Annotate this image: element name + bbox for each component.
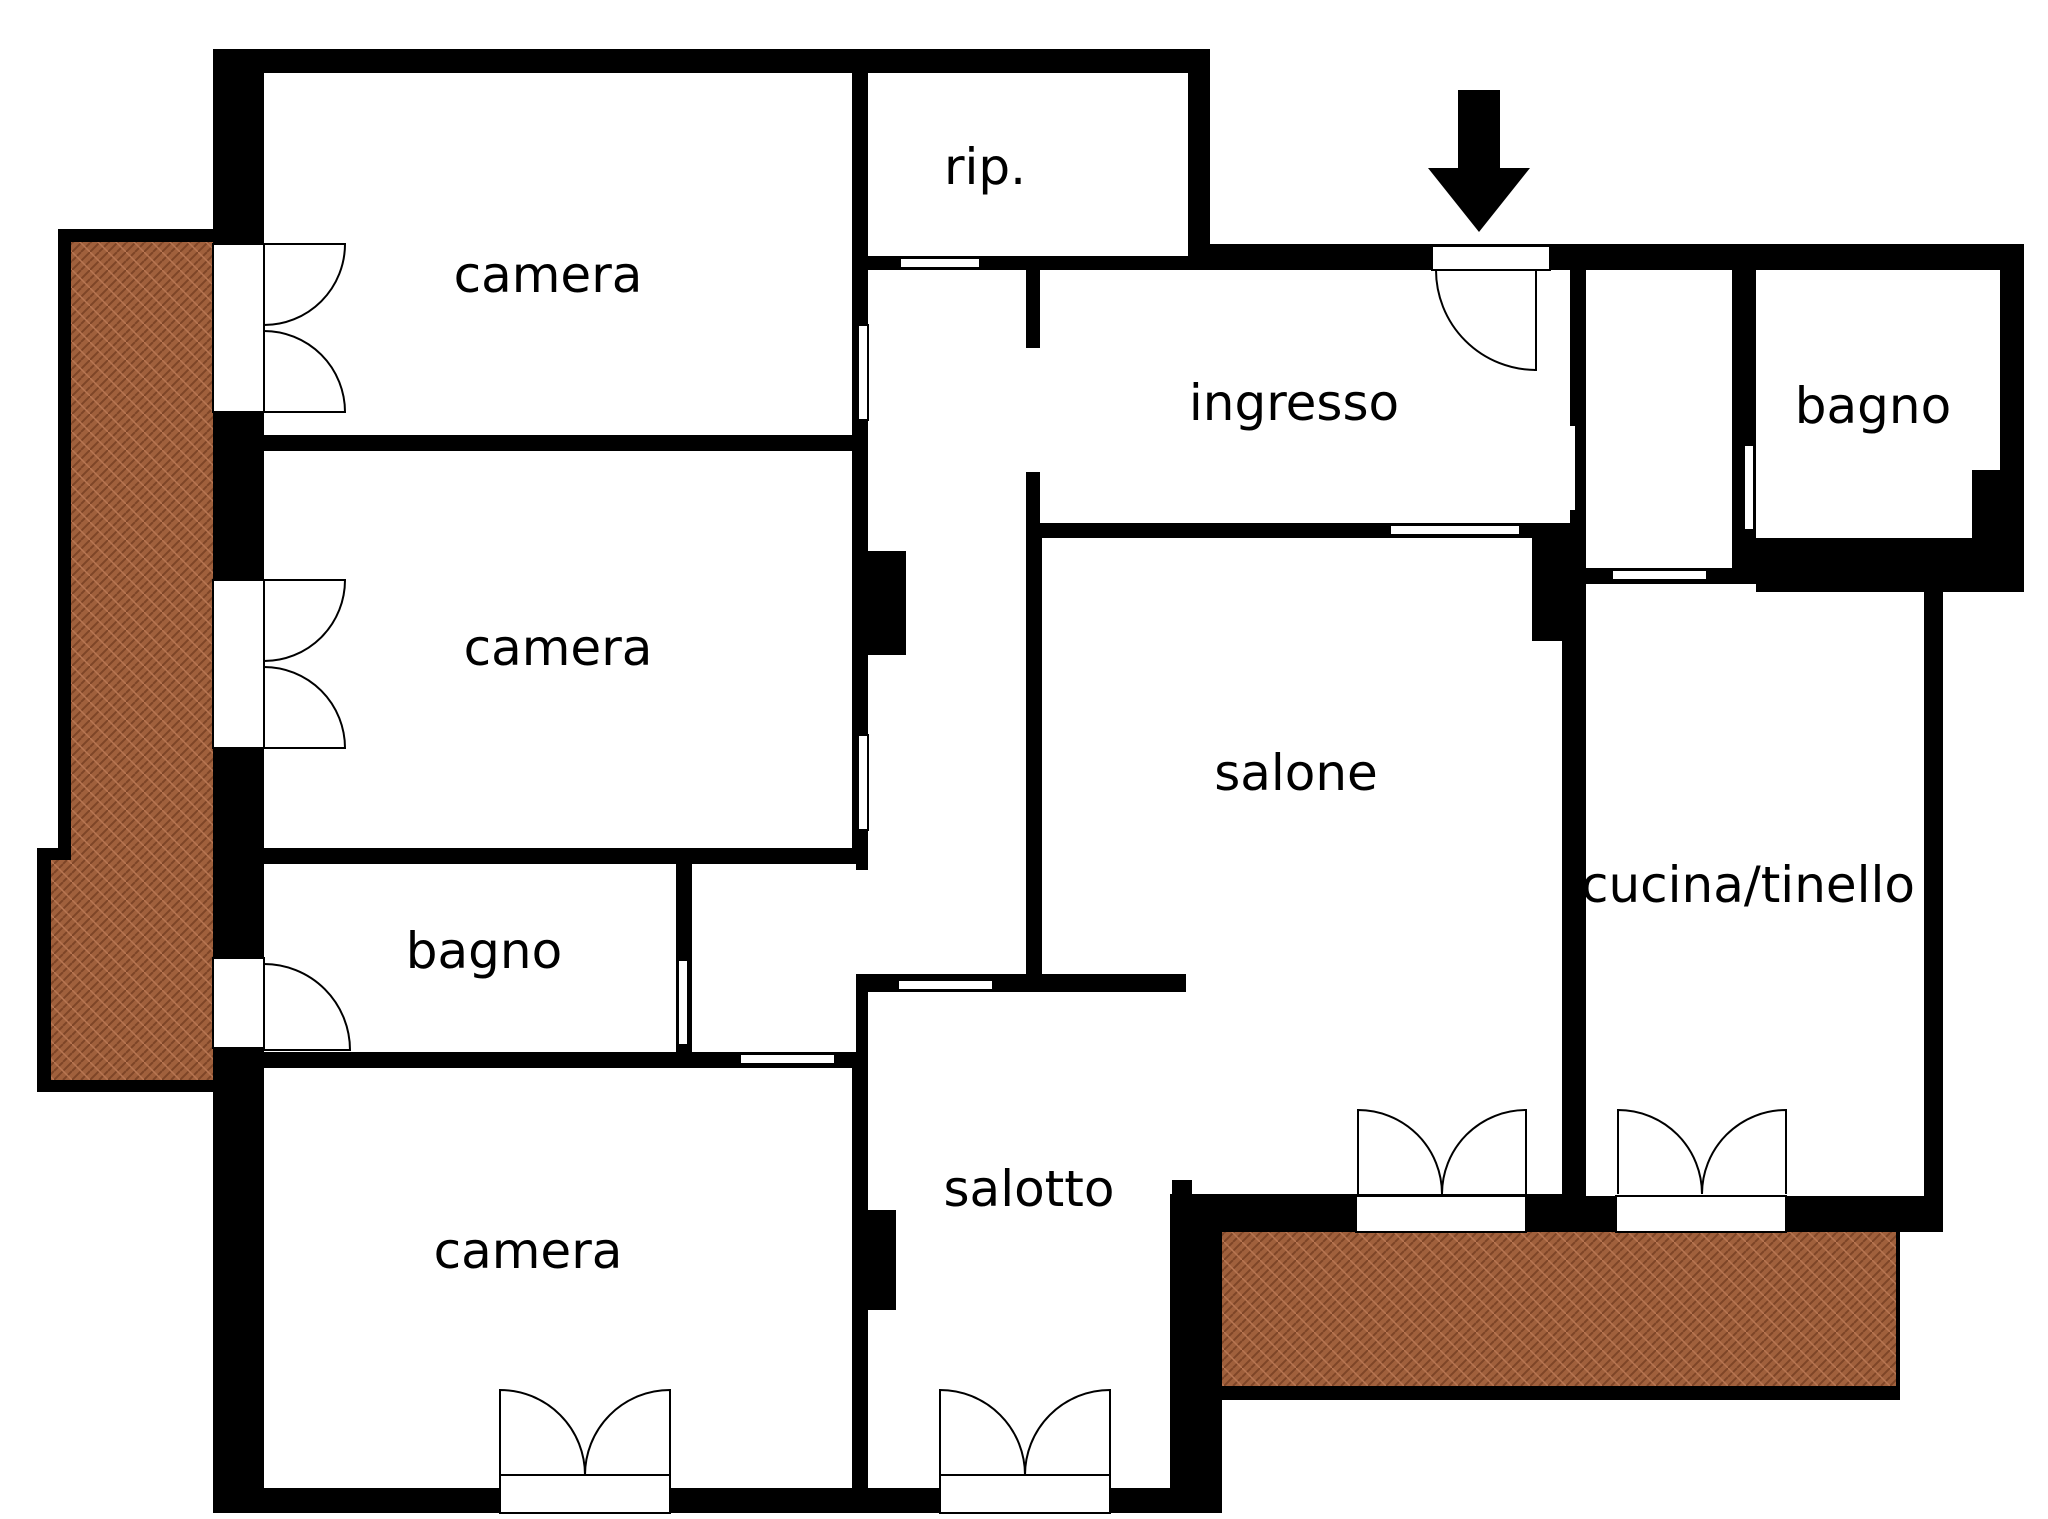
window-cucina [1615, 1195, 1787, 1233]
floor-bagno-right [1756, 270, 2000, 538]
entrance-arrow-icon [1428, 90, 1530, 232]
door-swing-icon [263, 243, 1787, 1476]
window-camera-bottom [499, 1474, 671, 1514]
room-label-camera-middle: camera [464, 619, 653, 677]
floor-cucina [1586, 584, 1924, 1196]
door-salone [1389, 524, 1521, 536]
room-label-camera-bottom: camera [434, 1222, 623, 1280]
floor-bagno-left [264, 864, 676, 1052]
floor-camera-middle [264, 451, 852, 848]
terrace-right [1200, 1218, 1900, 1400]
terrace-left [37, 229, 213, 1092]
door-camera-bottom [739, 1053, 836, 1065]
room-label-salone: salone [1214, 744, 1378, 802]
window-camera-middle [212, 579, 265, 749]
window-bagno-left [212, 957, 265, 1049]
wall-openings [212, 243, 1787, 1514]
floor-salone-ext [1186, 980, 1562, 1194]
room-floors [264, 73, 2000, 1488]
floor-camera-top [264, 73, 852, 435]
room-label-camera-top: camera [454, 246, 643, 304]
floor-camera-bottom [264, 1068, 852, 1488]
door-salotto [897, 979, 994, 991]
door-bagno-right [1743, 444, 1755, 531]
door-rip [899, 257, 981, 269]
door-bagno-left [677, 959, 689, 1046]
door-cucina [1611, 569, 1708, 581]
room-label-bagno-left: bagno [406, 922, 562, 980]
room-label-rip: rip. [944, 138, 1026, 196]
floor-ingresso [1028, 270, 1575, 523]
room-label-salotto: salotto [944, 1160, 1115, 1218]
floor-rip [868, 73, 1188, 256]
room-label-cucina: cucina/tinello [1581, 856, 1915, 914]
window-camera-top [212, 243, 265, 413]
floor-closet [1586, 270, 1732, 568]
room-label-ingresso: ingresso [1189, 374, 1399, 432]
floor-salotto-top [1042, 990, 1192, 1190]
window-salone [1355, 1195, 1527, 1233]
window-salotto [939, 1474, 1111, 1514]
entrance-door-gap [1431, 245, 1551, 271]
door-camera-middle [857, 734, 869, 831]
room-label-bagno-right: bagno [1795, 377, 1951, 435]
door-camera-top [857, 324, 869, 421]
